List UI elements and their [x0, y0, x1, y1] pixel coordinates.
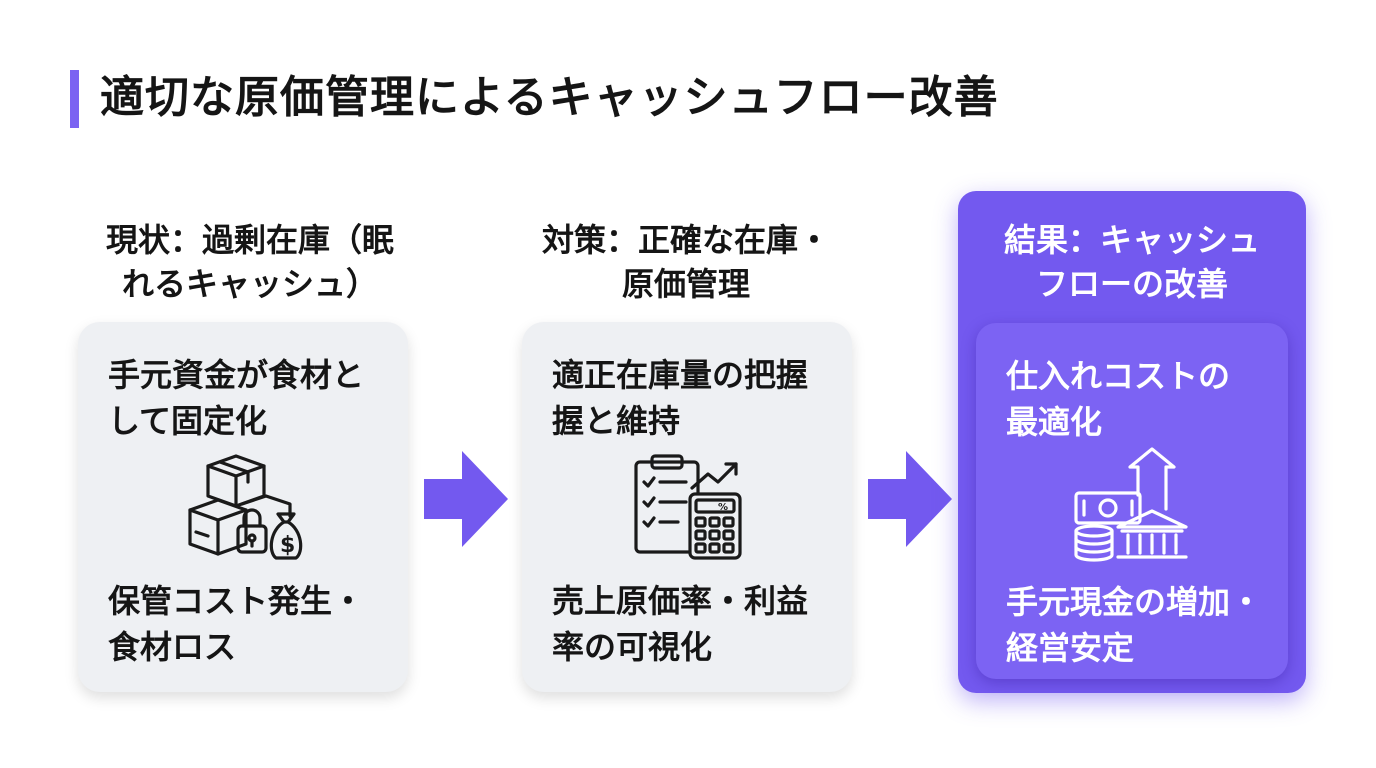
svg-text:%: %	[718, 502, 728, 513]
heading-line: 現状：過剰在庫（眠	[105, 221, 394, 259]
text-line: 握と維持	[552, 402, 681, 440]
money-bank-growth-icon	[1074, 447, 1188, 562]
heading-line: フローの改善	[1035, 265, 1228, 303]
heading-line: 結果：キャッシュ	[1003, 221, 1260, 259]
card-top-text: 手元資金が食材と して固定化	[108, 352, 384, 444]
heading-line: れるキャッシュ）	[121, 265, 378, 303]
title-accent-bar	[70, 70, 79, 128]
card-bottom-text: 売上原価率・利益 率の可視化	[552, 578, 828, 670]
card-current: 手元資金が食材と して固定化 $ 保管コスト発生・ 食材ロス	[78, 322, 408, 692]
card-bottom-text: 手元現金の増加・ 経営安定	[1006, 579, 1264, 671]
card-bottom-text: 保管コスト発生・ 食材ロス	[108, 578, 384, 670]
card-measure: 適正在庫量の把握 握と維持 % 売上原価率・利益 率の可視化	[522, 322, 852, 692]
text-line: 売上原価率・利益	[552, 582, 809, 620]
card-top-text: 仕入れコストの 最適化	[1006, 353, 1264, 445]
column-heading-result: 結果：キャッシュ フローの改善	[958, 218, 1306, 306]
heading-line: 対策：正確な在庫・	[541, 221, 830, 259]
clipboard-calculator-chart-icon: %	[634, 454, 742, 560]
boxes-lock-moneybag-icon: $	[188, 454, 303, 560]
text-line: 手元現金の増加・	[1006, 583, 1263, 621]
text-line: 手元資金が食材と	[108, 356, 365, 394]
heading-line: 原価管理	[621, 265, 750, 303]
text-line: 率の可視化	[552, 628, 713, 666]
text-line: 最適化	[1006, 403, 1103, 441]
text-line: 仕入れコストの	[1006, 357, 1231, 395]
text-line: して固定化	[108, 402, 268, 440]
svg-text:$: $	[280, 533, 295, 558]
column-heading-measure: 対策：正確な在庫・ 原価管理	[516, 218, 856, 306]
card-top-text: 適正在庫量の把握 握と維持	[552, 352, 828, 444]
arrow-right-icon	[424, 451, 508, 547]
text-line: 食材ロス	[108, 628, 237, 666]
text-line: 経営安定	[1006, 629, 1135, 667]
text-line: 適正在庫量の把握	[552, 356, 809, 394]
text-line: 保管コスト発生・	[108, 582, 365, 620]
card-result: 仕入れコストの 最適化 手元現金の増加・ 経営安定	[976, 323, 1288, 679]
column-heading-current: 現状：過剰在庫（眠 れるキャッシュ）	[70, 218, 430, 306]
arrow-right-icon	[868, 451, 952, 547]
page-title: 適切な原価管理によるキャッシュフロー改善	[100, 72, 999, 123]
